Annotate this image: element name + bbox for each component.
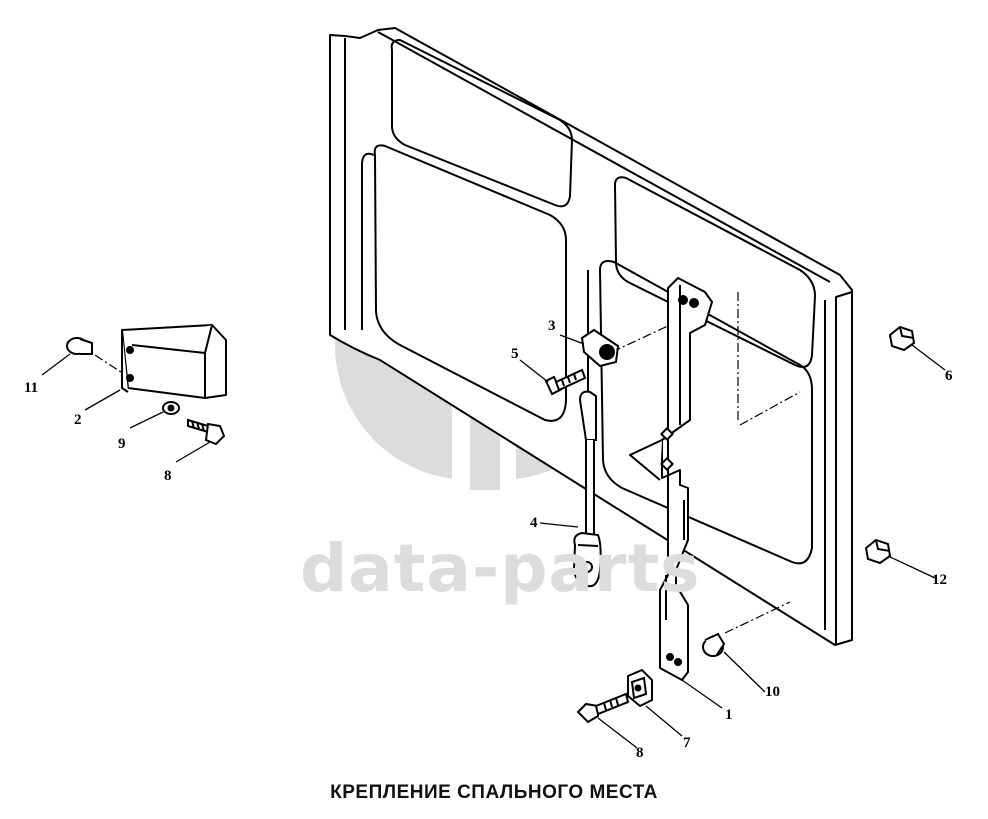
callout-12: 12 bbox=[932, 572, 947, 588]
callout-3: 3 bbox=[548, 318, 556, 334]
part-7-clip bbox=[627, 668, 653, 708]
part-1-long-bracket bbox=[629, 277, 713, 681]
diagram-caption: КРЕПЛЕНИЕ СПАЛЬНОГО МЕСТА bbox=[330, 782, 658, 803]
callout-10: 10 bbox=[765, 684, 780, 700]
part-3-plate bbox=[580, 328, 620, 368]
part-12-cap-nut bbox=[864, 538, 892, 565]
part-8-bolt-left bbox=[187, 418, 226, 446]
callout-4: 4 bbox=[530, 515, 538, 531]
callout-8-left: 8 bbox=[164, 468, 172, 484]
callout-1: 1 bbox=[725, 707, 733, 723]
part-8-bolt-lower bbox=[576, 692, 630, 724]
callout-9: 9 bbox=[118, 436, 126, 452]
part-6-cap-nut bbox=[888, 325, 916, 352]
callout-8-lower: 8 bbox=[636, 745, 644, 761]
leader-lines bbox=[41, 334, 946, 749]
callout-6: 6 bbox=[945, 368, 953, 384]
part-5-bolt bbox=[544, 368, 587, 396]
part-4-link-rod bbox=[572, 390, 602, 588]
callout-11: 11 bbox=[24, 380, 39, 396]
part-9-washer bbox=[162, 401, 180, 415]
callout-2: 2 bbox=[74, 412, 82, 428]
callout-7: 7 bbox=[683, 735, 691, 751]
part-11-cap-nut bbox=[66, 337, 93, 355]
watermark-text: data-parts bbox=[300, 530, 701, 607]
part-2-bracket bbox=[121, 324, 227, 399]
callout-5: 5 bbox=[511, 346, 519, 362]
part-10-nut bbox=[702, 632, 726, 657]
